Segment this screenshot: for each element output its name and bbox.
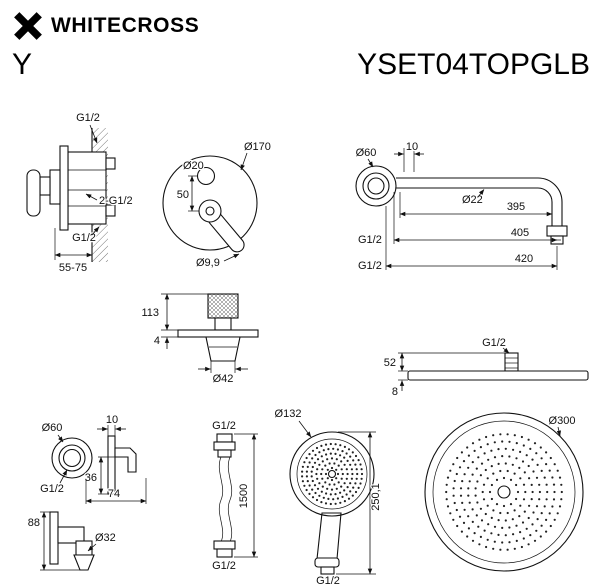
escutcheon-plate (59, 145, 69, 231)
elbow-escutcheon (49, 511, 59, 565)
hose-cone (73, 554, 95, 571)
dim-plate-thickness: 4 (154, 335, 160, 347)
dim-thread-mid: 2-G1/2 (99, 195, 133, 207)
shower-hose-view: G1/2 G1/2 1500 (211, 419, 258, 573)
hose-nut-bottom (213, 540, 236, 550)
holder-hook (114, 447, 137, 473)
dim-neck-height: 52 (384, 357, 396, 369)
dim-mount-depth: 55-75 (59, 262, 87, 274)
overhead-shower-side-view: G1/2 52 8 (383, 336, 589, 399)
elbow-body (57, 526, 85, 544)
dim-hook-height: 36 (85, 472, 97, 484)
dim-plate-diameter: Ø170 (244, 141, 271, 153)
dim-holder-depth: 10 (106, 414, 118, 426)
arm-flange (355, 165, 397, 207)
dim-lever-diameter: Ø9,9 (196, 257, 220, 269)
hand-shower-view: Ø132 G1/2 250,1 (273, 407, 383, 585)
dim-cone-diameter: Ø32 (95, 532, 116, 544)
dim-hand-shower-length: 250,1 (370, 483, 382, 511)
dim-length-405: 405 (511, 227, 529, 239)
dim-hose-thread-top: G1/2 (212, 420, 236, 432)
dim-hose-length: 1500 (238, 484, 250, 508)
dim-outlet-flange-diameter: Ø60 (42, 422, 63, 434)
dim-outlet-thread: G1/2 (40, 483, 64, 495)
dim-head-thickness: 8 (392, 386, 398, 398)
handle-knob (207, 293, 239, 319)
brand-lockup: WHITECROSS (13, 11, 199, 41)
dim-body-diameter: Ø42 (213, 373, 234, 385)
dim-face-diameter: Ø132 (275, 408, 302, 420)
trim-side-view: 113 4 Ø42 (140, 293, 259, 386)
hose-nut-top (213, 441, 236, 451)
dim-thread-bottom: G1/2 (72, 232, 96, 244)
dim-hose-thread-bottom: G1/2 (212, 560, 236, 572)
dim-holder-reach: 74 (108, 488, 120, 500)
mixer-front-view: Ø170 Ø20 50 Ø9,9 (162, 140, 272, 270)
dim-elbow-height: 88 (28, 517, 40, 529)
holder-wall-plate (107, 435, 116, 495)
concealed-valve-side-view: 55-75 G1/2 2-G1/2 G1/2 (26, 111, 134, 275)
dim-arm-thread-a: G1/2 (358, 234, 382, 246)
valve-body (67, 151, 107, 225)
overhead-rim (424, 412, 584, 572)
hand-shower-head (289, 431, 375, 517)
dim-overhead-diameter: Ø300 (549, 415, 576, 427)
lever-handle (26, 169, 41, 217)
hose-body (218, 456, 224, 543)
model-code: YSET04TOPGLB (357, 48, 590, 81)
dim-tube-diameter: Ø22 (462, 194, 483, 206)
dim-arm-thread-b: G1/2 (358, 260, 382, 272)
trim-plate-side (177, 329, 259, 338)
hand-shower-spray-dots (301, 442, 364, 506)
valve-collar (205, 336, 241, 362)
dim-thread-top: G1/2 (76, 112, 100, 124)
dim-length-420: 420 (515, 253, 533, 265)
shower-plate-side (407, 370, 589, 381)
overhead-shower-top-view: Ø300 (424, 412, 584, 572)
shower-arm-view: Ø60 10 Ø22 395 405 G1/2 420 G1/2 (354, 140, 568, 273)
dim-offset: 50 (177, 189, 189, 201)
dim-arm-offset: 10 (406, 141, 418, 153)
dim-length-395: 395 (507, 201, 525, 213)
trim-plate-circle (162, 155, 258, 251)
dim-head-thread: G1/2 (482, 337, 506, 349)
hand-shower-handle (316, 512, 342, 560)
dim-cap-diameter: Ø20 (183, 160, 204, 172)
outlet-flange (51, 437, 93, 479)
dim-flange-diameter: Ø60 (356, 147, 377, 159)
dim-trim-height: 113 (141, 307, 159, 319)
overhead-spray-dots (445, 433, 563, 551)
wall-outlet-and-holder-view: Ø60 G1/2 10 36 74 Ø32 (27, 413, 147, 571)
whitecross-logo-icon (14, 12, 42, 40)
arm-tube (396, 177, 563, 226)
dim-handle-thread: G1/2 (316, 575, 340, 585)
brand-name: WHITECROSS (51, 14, 200, 37)
series-code: Y (12, 48, 33, 81)
